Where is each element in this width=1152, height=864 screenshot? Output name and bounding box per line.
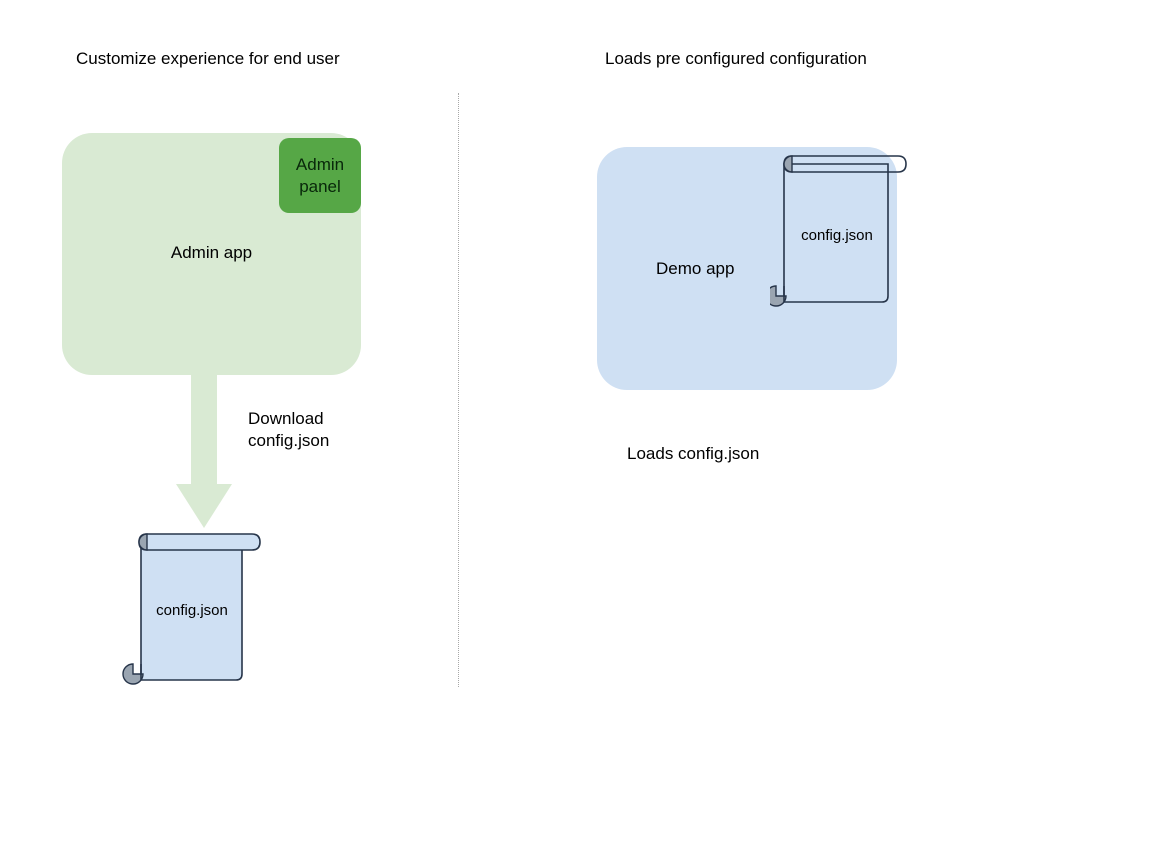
vertical-divider (458, 93, 459, 687)
download-arrow-icon (176, 372, 232, 528)
demo-app-box (597, 147, 897, 390)
demo-config-json-document-icon (770, 155, 907, 307)
admin-panel-box: Admin panel (279, 138, 361, 213)
loads-config-caption: Loads config.json (627, 444, 760, 463)
download-arrow-caption: Download config.json (248, 409, 330, 450)
config-json-document-icon (122, 533, 261, 685)
config-json-document-label: config.json (156, 602, 228, 619)
demo-app-label: Demo app (656, 259, 735, 278)
admin-panel-label: Admin panel (295, 154, 345, 196)
left-column-heading: Customize experience for end user (76, 49, 340, 68)
right-column-heading: Loads pre configured configuration (605, 49, 867, 68)
admin-app-label: Admin app (170, 243, 253, 262)
demo-config-json-document-label: config.json (801, 227, 873, 244)
